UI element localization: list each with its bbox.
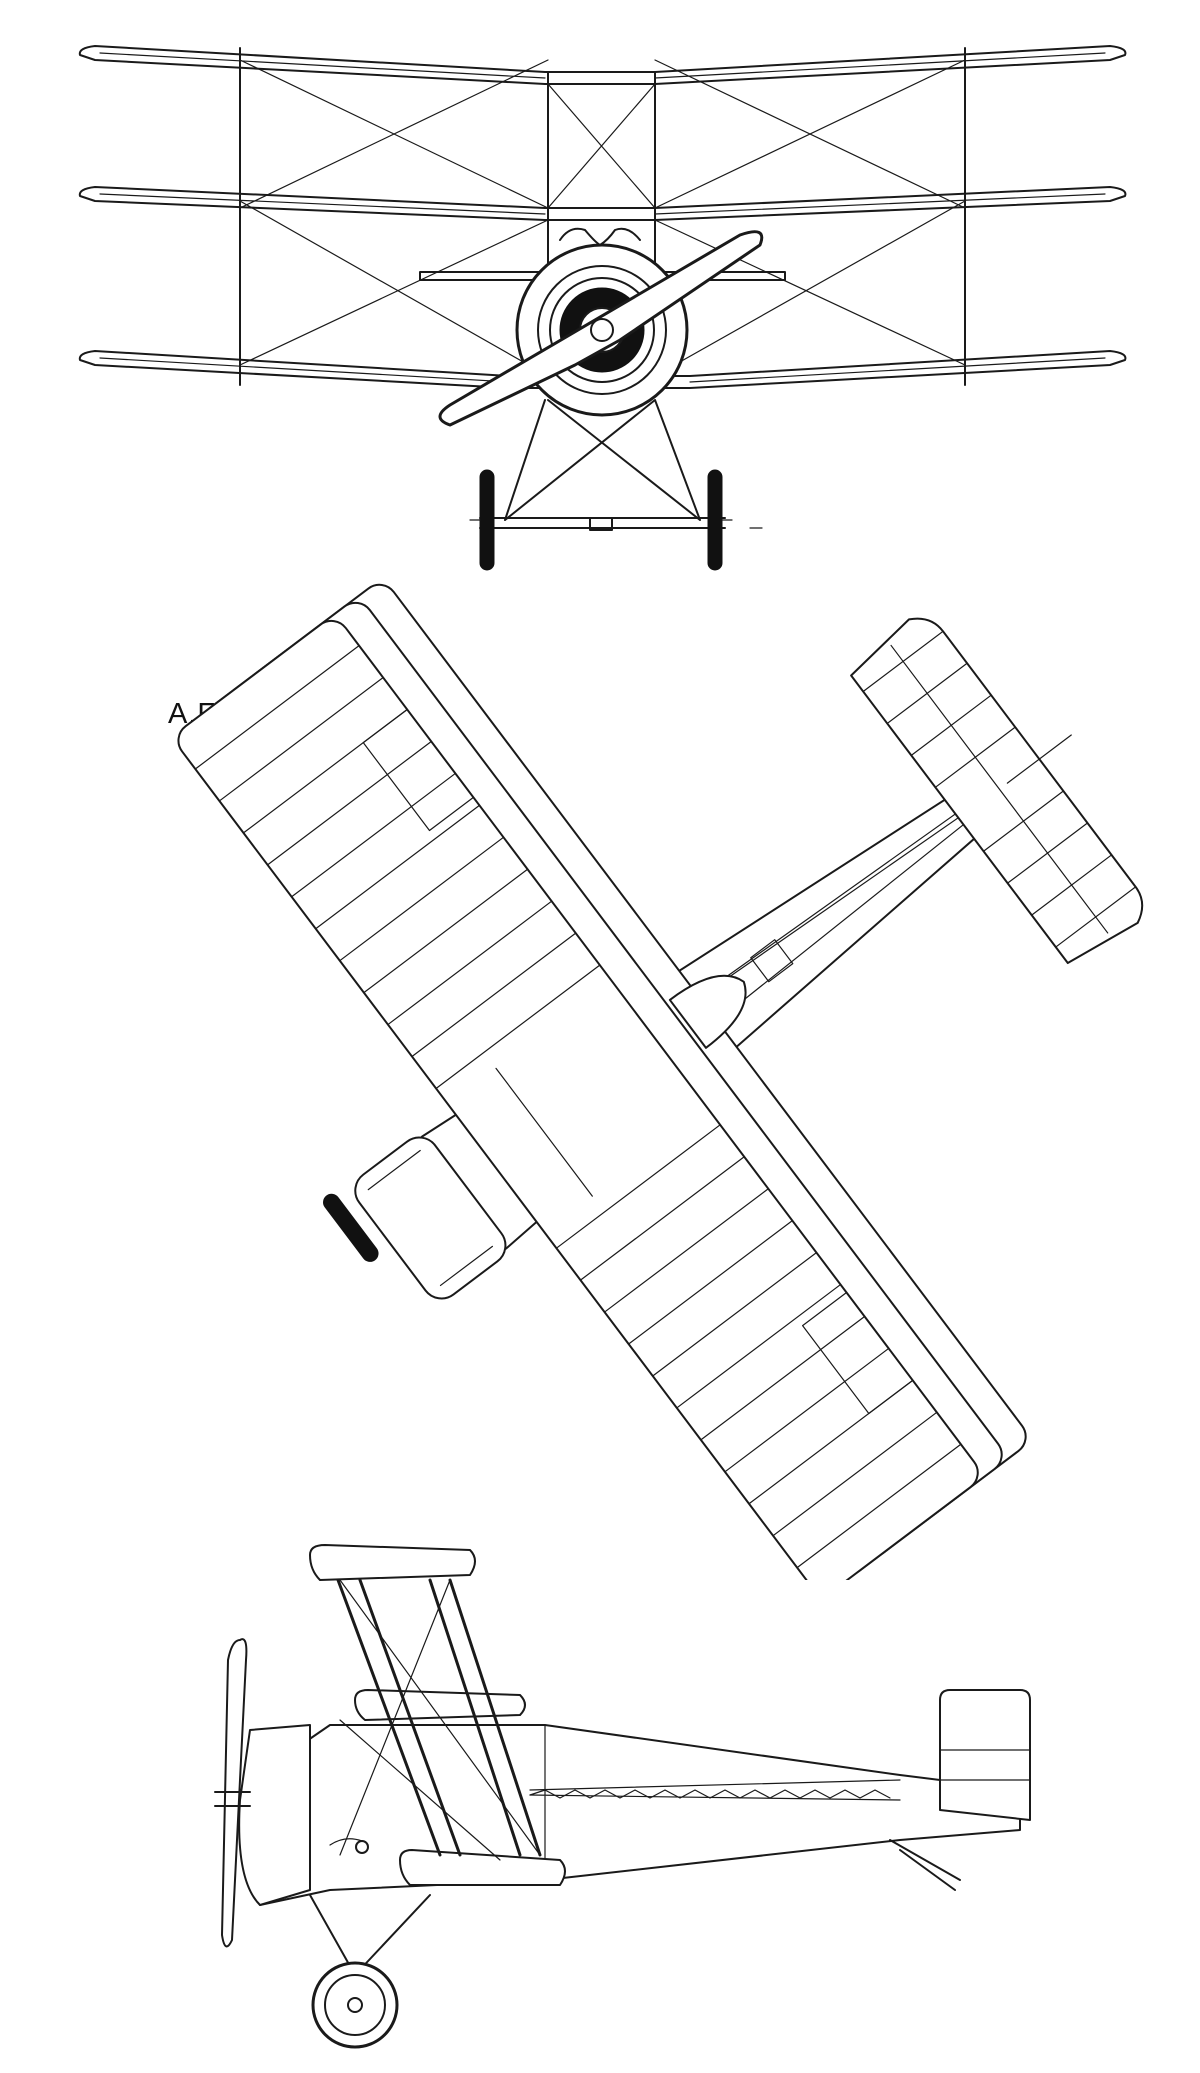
top-view [177, 583, 1144, 1580]
front-struts [239, 47, 966, 386]
front-view [78, 45, 1127, 571]
front-middle-wing [78, 186, 1127, 221]
top-nose [354, 1136, 507, 1300]
front-top-wing [78, 45, 1127, 85]
top-tailplane [850, 617, 1144, 965]
side-wings [309, 1544, 566, 1886]
top-cockpit [668, 939, 794, 1049]
front-bottom-wing [78, 350, 1127, 389]
side-fuselage [247, 1724, 1021, 1906]
side-view [214, 1544, 1031, 2049]
side-undercarriage [309, 1894, 431, 2049]
top-wings [177, 583, 1027, 1580]
front-undercarriage [469, 399, 763, 571]
propeller-top [323, 1193, 379, 1262]
side-struts [336, 1578, 542, 1861]
side-fin [889, 1689, 1031, 1891]
side-nose [214, 1638, 311, 1948]
